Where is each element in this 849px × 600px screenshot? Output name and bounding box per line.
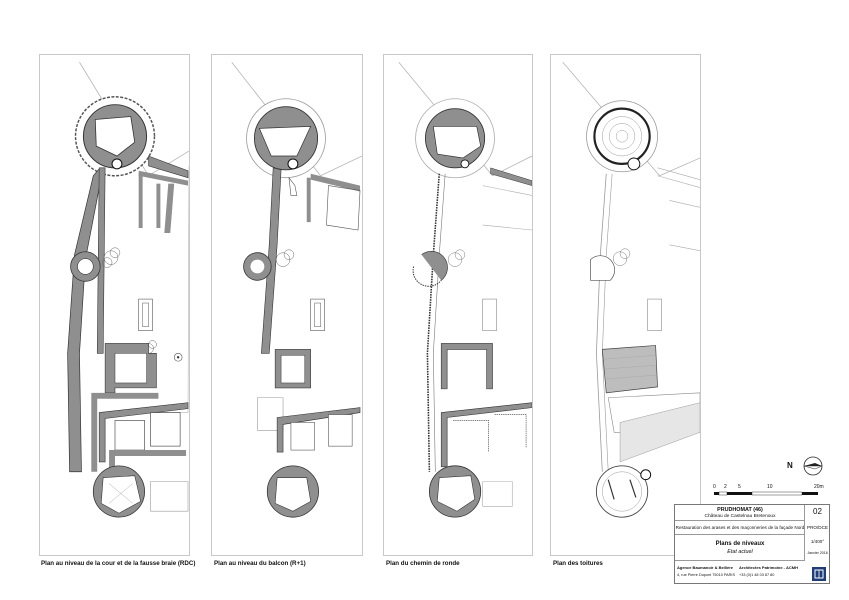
caption-chemin-de-ronde: Plan du chemin de ronde	[386, 560, 460, 567]
drawing-scale: 1/400°	[810, 539, 825, 544]
plan-panel-chemin-de-ronde	[383, 54, 533, 556]
phase-label: PRO/DCE	[807, 525, 828, 530]
title-block-header: PRUDHOMAT (46) Château de Castelnau Bret…	[675, 505, 805, 521]
north-arrow-icon	[803, 456, 823, 476]
scale-bar: 0 2 5 10 20m	[713, 484, 834, 500]
drawing-date: Janvier 2016	[807, 551, 828, 555]
caption-toitures: Plan des toitures	[553, 560, 603, 567]
caption-balcon: Plan au niveau du balcon (R+1)	[214, 560, 306, 567]
sheet-title: Plans de niveaux	[715, 541, 765, 547]
scale-tick-label: 5	[738, 484, 741, 490]
plan-panel-toitures	[550, 54, 701, 556]
plan-panel-rdc	[39, 54, 190, 556]
client-name: PRUDHOMAT (46)	[717, 507, 763, 513]
site-name: Château de Castelnau Bretenoux	[704, 514, 776, 519]
title-block-project: Restauration des arases et des maçonneri…	[675, 521, 805, 535]
plan-rdc-drawing	[67, 62, 189, 518]
title-block: PRUDHOMAT (46) Château de Castelnau Bret…	[674, 504, 830, 584]
plan-toitures-drawing	[562, 62, 700, 518]
plan-panel-balcon	[211, 54, 363, 556]
agency-logo-icon	[812, 567, 826, 581]
scale-tick-label: 20m	[814, 484, 824, 490]
plan-balcon-drawing	[231, 61, 362, 518]
scale-bar-graphic	[714, 491, 818, 496]
sheet-subtitle: Etat actuel	[727, 549, 753, 555]
scale-tick-label: 2	[724, 484, 727, 490]
plan-chemin-drawing	[398, 62, 532, 518]
agency-name: Agence Baumanoir & Bellière	[677, 565, 734, 570]
scale-tick-label: 10	[767, 484, 773, 490]
north-arrow: N	[785, 455, 825, 477]
scale-tick-label: 0	[713, 484, 716, 490]
title-block-title: Plans de niveaux Etat actuel	[675, 535, 805, 561]
north-label: N	[787, 461, 793, 470]
sheet-number: 02	[813, 507, 822, 516]
agency-phone: +33 (0)1 48 03 87 80	[739, 573, 775, 577]
architect-label: Architectes Patrimoine - ACMH	[739, 565, 798, 570]
project-description: Restauration des arases et des maçonneri…	[675, 525, 805, 530]
caption-rdc: Plan au niveau de la cour et de la fauss…	[41, 560, 196, 567]
agency-address: 4, rue Pierre Dupont 75010 PARIS	[677, 573, 735, 577]
